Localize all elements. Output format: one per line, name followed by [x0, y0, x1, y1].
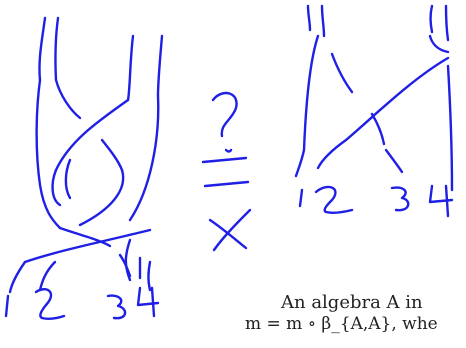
left-crossing-1-over [54, 98, 130, 172]
left-strand-1-top [38, 16, 47, 82]
right-strand-2-top [320, 4, 326, 38]
caption-text-1: An algebra A in [281, 292, 423, 313]
right-strand-4-top [444, 4, 450, 42]
question-mark-icon [211, 91, 238, 138]
left-label-4 [136, 286, 160, 318]
cross-note-a [208, 218, 248, 250]
right-braid-diagram [294, 4, 454, 192]
equals-bottom-bar [203, 180, 250, 188]
right-label-3 [390, 186, 410, 212]
left-strand-4-top [156, 34, 164, 98]
right-strand-1-top [306, 4, 312, 32]
right-label-1 [298, 188, 304, 208]
right-strand-3-low [384, 148, 404, 174]
right-strand-1-mid [294, 34, 320, 178]
left-crossing-3-over [23, 228, 152, 264]
left-strand-bottom-2 [38, 260, 57, 292]
cross-note-b [212, 208, 252, 252]
right-crossing-main-under-a [330, 52, 354, 94]
left-strand-bottom-1 [8, 260, 27, 294]
left-braid-diagram [8, 16, 164, 294]
right-crossing-main-under-b [370, 112, 386, 146]
left-strand-3-top [126, 34, 135, 102]
left-strand-bottom-4 [147, 260, 152, 292]
right-strand-3-mid [428, 34, 450, 54]
left-crossing-2-under-b [64, 158, 72, 200]
left-crossing-2-under-a [51, 168, 62, 207]
left-strand-bottom-3 [124, 238, 132, 282]
caption-line-1: An algebra A in [0, 292, 466, 326]
right-strand-labels [298, 184, 454, 218]
left-strand-4-mid [128, 94, 160, 222]
right-strand-4-mid [446, 64, 454, 192]
left-crossing-2-over [78, 168, 125, 227]
caption-line-2: m = m ∘ β_{A,A}, whe [0, 314, 466, 348]
left-label-1 [4, 294, 10, 318]
left-crossing-1-under-b [100, 138, 124, 172]
relation-symbol [201, 91, 252, 252]
left-label-3 [106, 294, 127, 320]
right-label-2 [314, 185, 354, 215]
question-mark-dot [224, 148, 233, 153]
left-strand-2-top [54, 16, 60, 82]
caption-text-2: m = m ∘ β_{A,A}, whe [245, 314, 438, 334]
left-strand-1-mid [35, 78, 62, 230]
equals-top-bar [201, 156, 248, 164]
left-label-2 [34, 288, 66, 321]
right-strand-3-top [429, 4, 434, 34]
left-crossing-1-under-a [54, 78, 82, 120]
left-strand-labels [4, 286, 160, 321]
left-crossing-3-under-a [58, 226, 112, 248]
right-crossing-main-over [316, 56, 450, 170]
right-label-4 [428, 184, 454, 218]
